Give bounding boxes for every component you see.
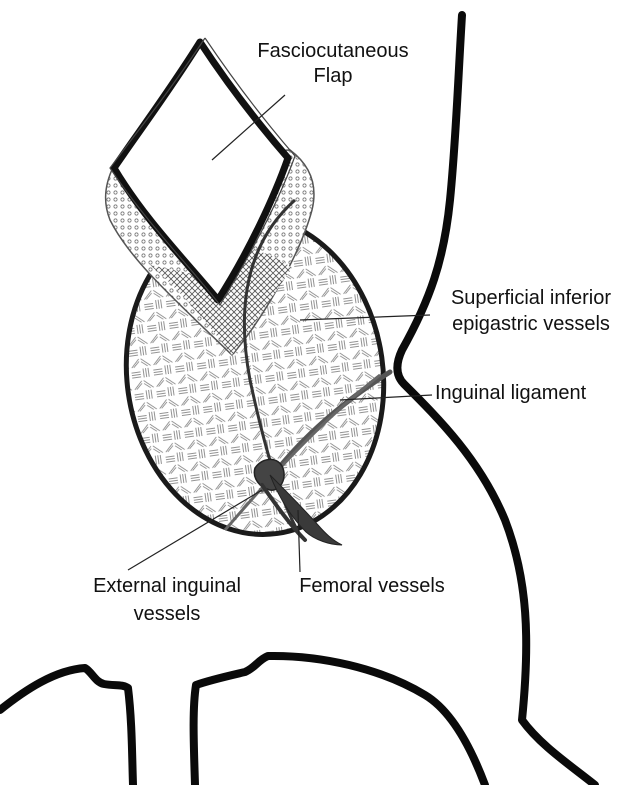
label-femoral-vessels: Femoral vessels <box>299 575 445 597</box>
label-sie-line2: epigastric vessels <box>452 313 610 335</box>
label-external-line1: External inguinal <box>93 575 241 597</box>
label-flap-line1: Fasciocutaneous <box>257 40 408 62</box>
label-inguinal-ligament: Inguinal ligament <box>435 382 587 404</box>
label-external-line2: vessels <box>134 603 201 625</box>
body-contour-right-leg <box>194 656 485 785</box>
label-sie-line1: Superficial inferior <box>451 287 611 309</box>
body-contour-left-leg <box>0 668 133 785</box>
label-flap-line2: Flap <box>314 65 353 87</box>
